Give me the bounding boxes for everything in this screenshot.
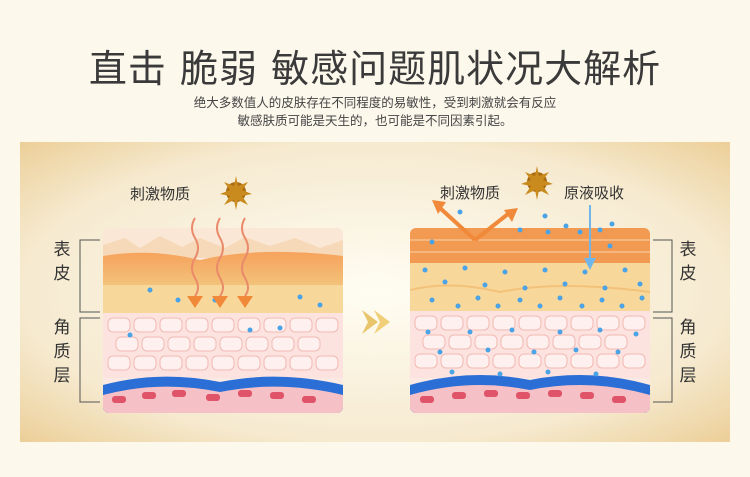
irritant-bounce-arrows [438,206,510,242]
left-irritant-label: 刺激物质 [130,185,191,203]
left-skin-diagram [103,228,343,413]
bounce-arrowheads [432,200,518,222]
arrowheads-left [187,296,253,308]
right-brackets [653,239,673,403]
subtitle-line-2: 敏感肤质可能是天生的，也可能是不同因素引起。 [237,113,513,128]
irritant-arrows-left [191,217,249,297]
right-skin-diagram [410,228,650,413]
absorption-label: 原液吸收 [564,184,625,202]
absorb-arrow-icon [584,205,596,270]
right-irritant-label: 刺激物质 [440,184,501,202]
irritant-burst-icon-right [521,166,553,200]
irritant-burst-icon [220,176,252,210]
transition-arrow-icon [362,310,390,334]
right-stratum-corneum-label: 角质层 [679,318,697,386]
left-epidermis-label: 表皮 [53,240,71,284]
particles-above-right [457,209,615,235]
page-title: 直击 脆弱 敏感问题肌状况大解析 [88,47,662,91]
right-epidermis-label: 表皮 [679,240,697,284]
left-stratum-corneum-label: 角质层 [53,318,71,386]
left-brackets [79,239,100,403]
subtitle-line-1: 绝大多数值人的皮肤存在不同程度的易敏性，受到刺激就会有反应 [193,95,557,110]
